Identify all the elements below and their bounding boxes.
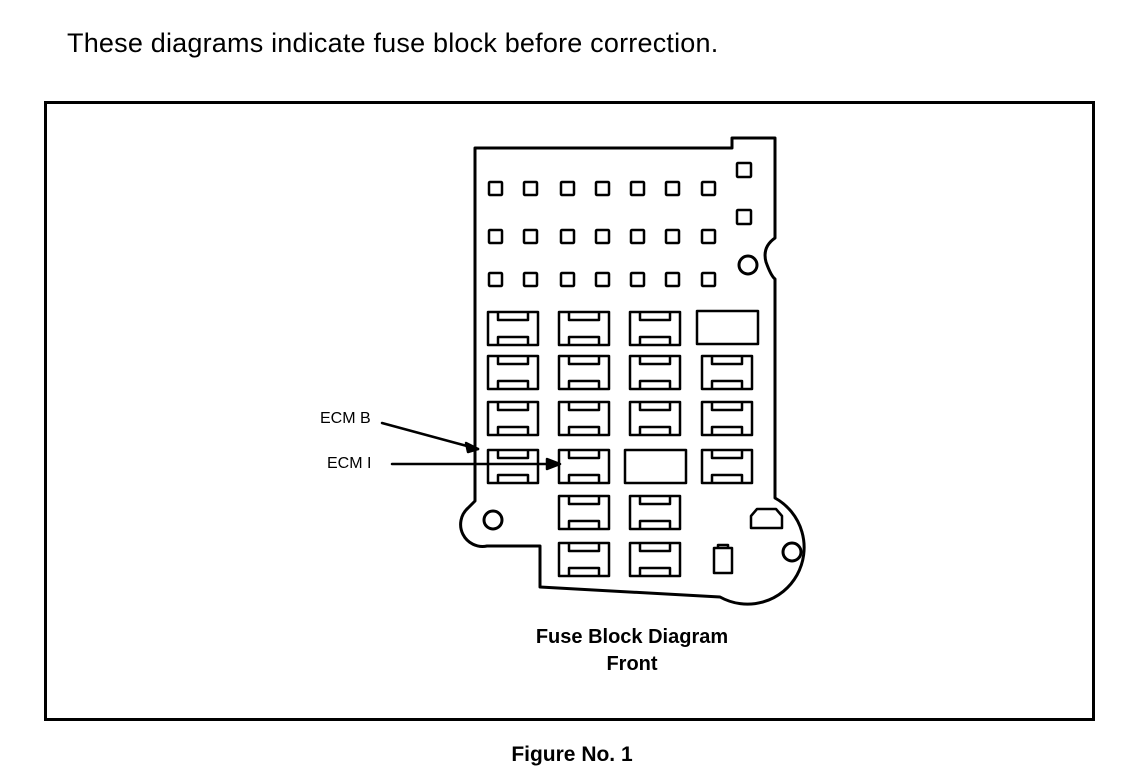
- fuse-slot: [557, 354, 611, 391]
- fuse-slot: [628, 310, 682, 347]
- fuse-slots: [486, 310, 754, 578]
- fuse-slot: [557, 400, 611, 437]
- callout-arrows: [380, 421, 562, 471]
- fuse-slot: [486, 354, 540, 391]
- small-terminals: [487, 161, 753, 288]
- relay-slot: [623, 448, 688, 485]
- fuse-slot: [628, 541, 682, 578]
- figure-label: Figure No. 1: [511, 743, 633, 766]
- callout-ecm-i: ECM I: [327, 455, 372, 472]
- fuse-slot: [628, 494, 682, 531]
- bolt-hole-right: [781, 541, 803, 563]
- diagram-caption-subtitle: Front: [606, 653, 658, 675]
- fuse-slot: [557, 541, 611, 578]
- relay-slot: [695, 309, 760, 346]
- callout-ecm-b: ECM B: [320, 410, 371, 427]
- fuse-slot: [486, 400, 540, 437]
- fuse-slot: [700, 400, 754, 437]
- fuse-slot: [700, 448, 754, 485]
- fuse-slot: [628, 400, 682, 437]
- bolt-hole-left: [482, 509, 504, 531]
- fuse-slot: [557, 448, 611, 485]
- figure-frame: [44, 101, 1095, 721]
- fuse-block-outline: [459, 136, 806, 606]
- connector: [712, 543, 734, 575]
- fuse-slot: [486, 310, 540, 347]
- fuse-slot: [557, 494, 611, 531]
- fuse-slot: [628, 354, 682, 391]
- diagram-caption-title: Fuse Block Diagram: [535, 626, 729, 648]
- fuse-slot: [700, 354, 754, 391]
- fuse-slot: [486, 448, 540, 485]
- fuse-slot: [557, 310, 611, 347]
- connector: [749, 507, 784, 530]
- intro-text: These diagrams indicate fuse block befor…: [67, 28, 719, 58]
- bolt-hole-top: [737, 254, 759, 276]
